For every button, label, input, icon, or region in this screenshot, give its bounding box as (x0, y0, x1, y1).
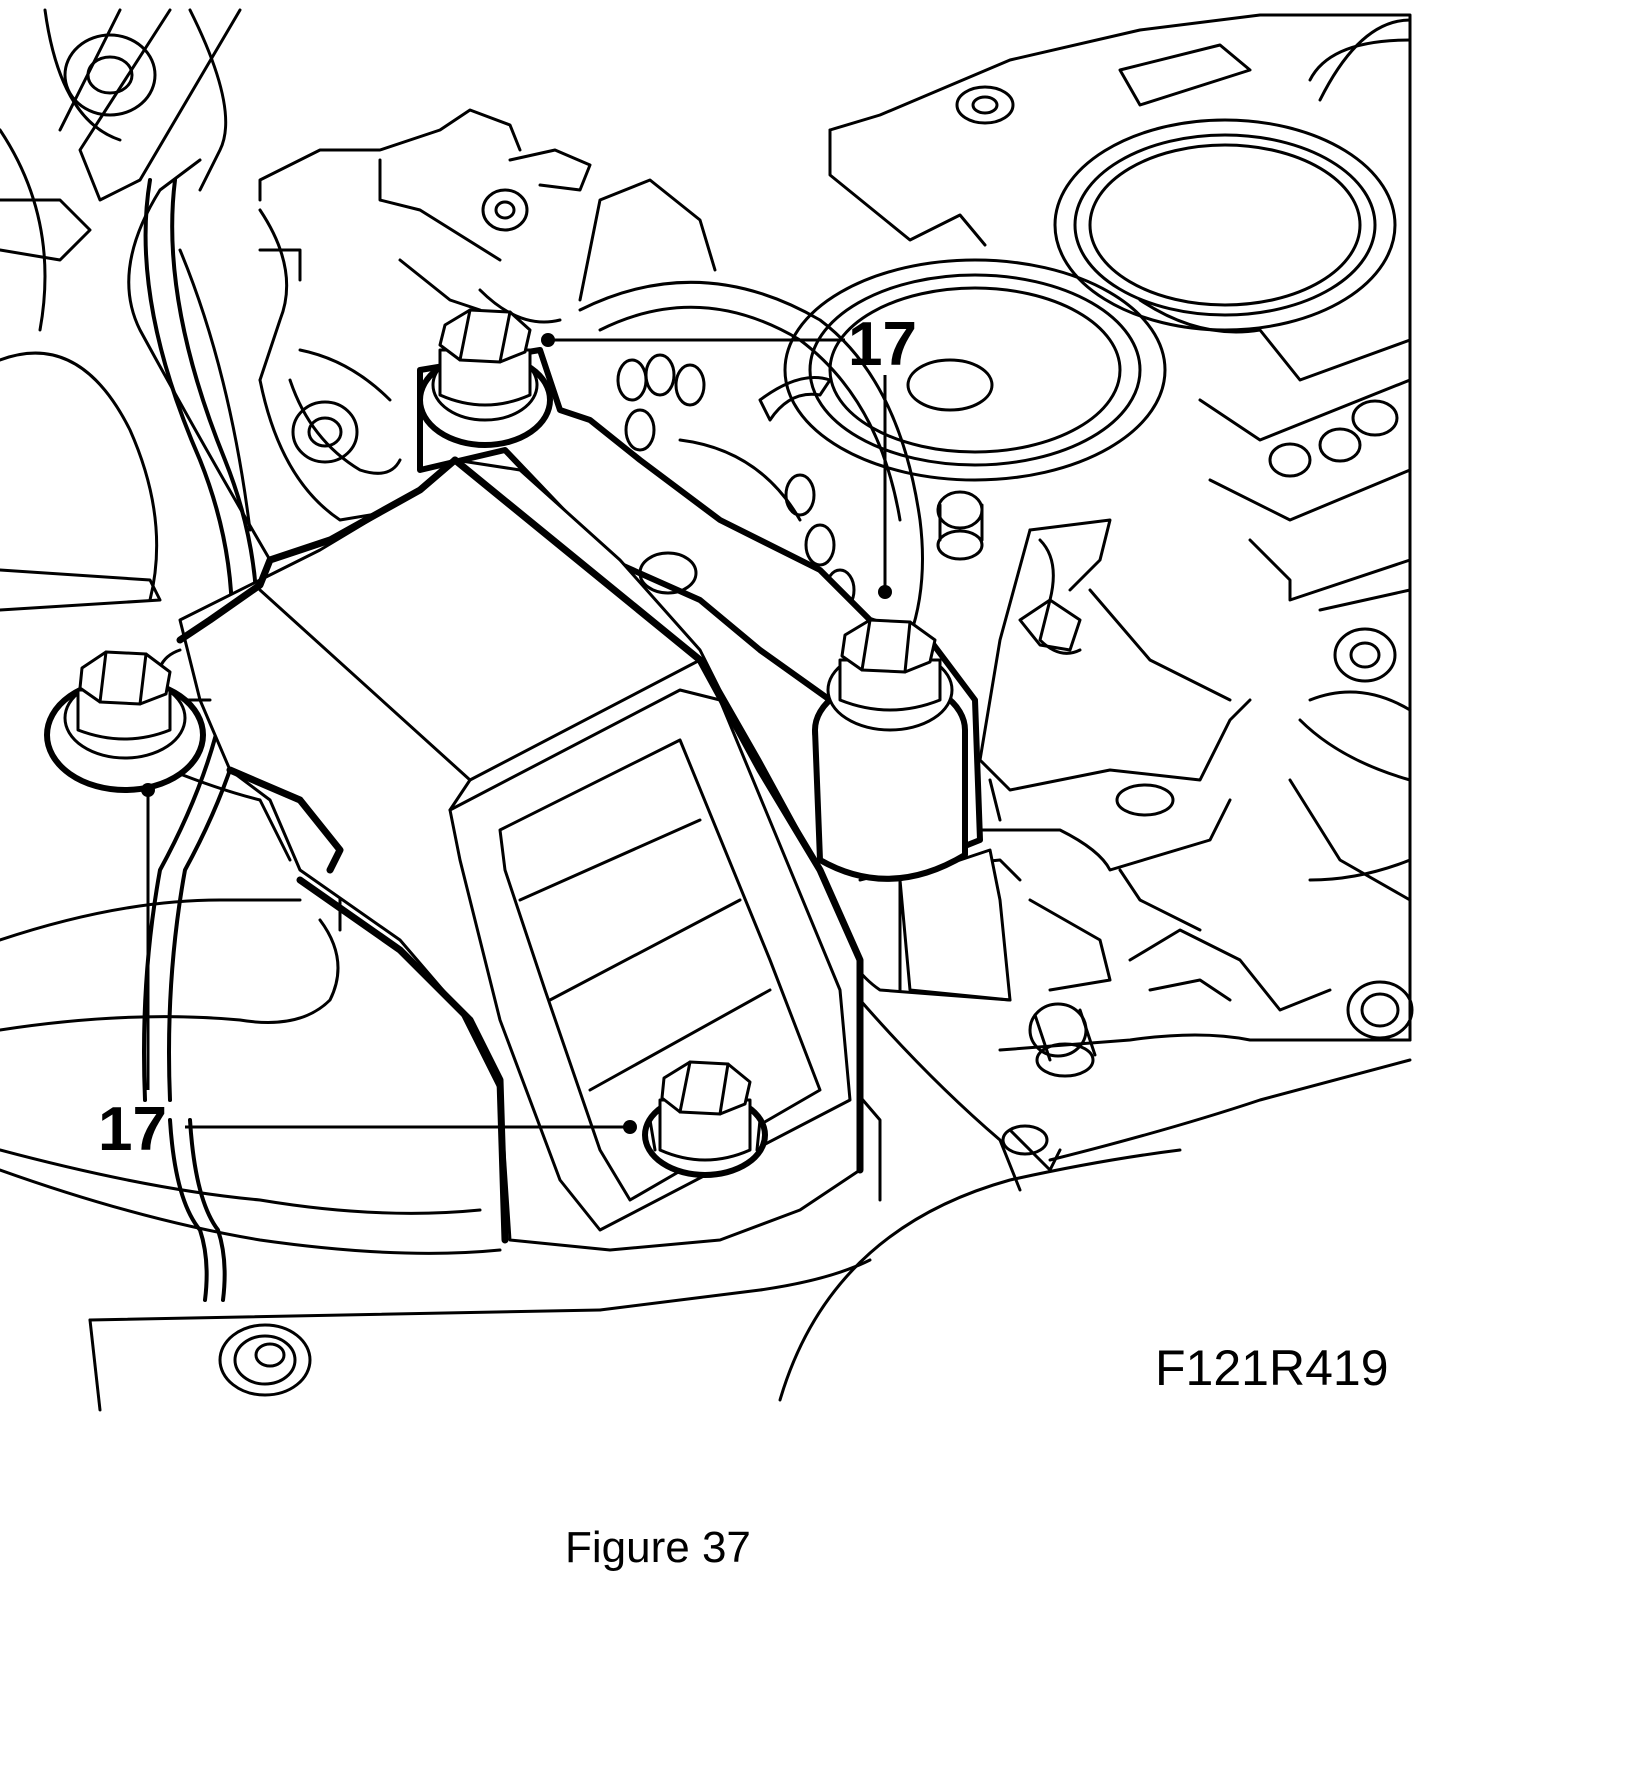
callout-label-top: 17 (848, 310, 917, 379)
bolt-right (812, 618, 968, 882)
right-bracket (978, 518, 1252, 932)
bolt-bottom (642, 1060, 768, 1178)
bolt-left (44, 650, 206, 793)
callout-label-bottom: 17 (98, 1095, 167, 1164)
callout-leaders (141, 333, 892, 1134)
drawing-code: F121R419 (1155, 1340, 1389, 1396)
engine-block (783, 13, 1414, 1042)
wiring-harness (0, 178, 602, 1412)
figure-caption: Figure 37 (565, 1523, 751, 1572)
bolt-top (417, 308, 553, 448)
transmission-housing (0, 8, 522, 612)
lower-housing (598, 848, 1412, 1402)
engine-mount (156, 347, 983, 1252)
